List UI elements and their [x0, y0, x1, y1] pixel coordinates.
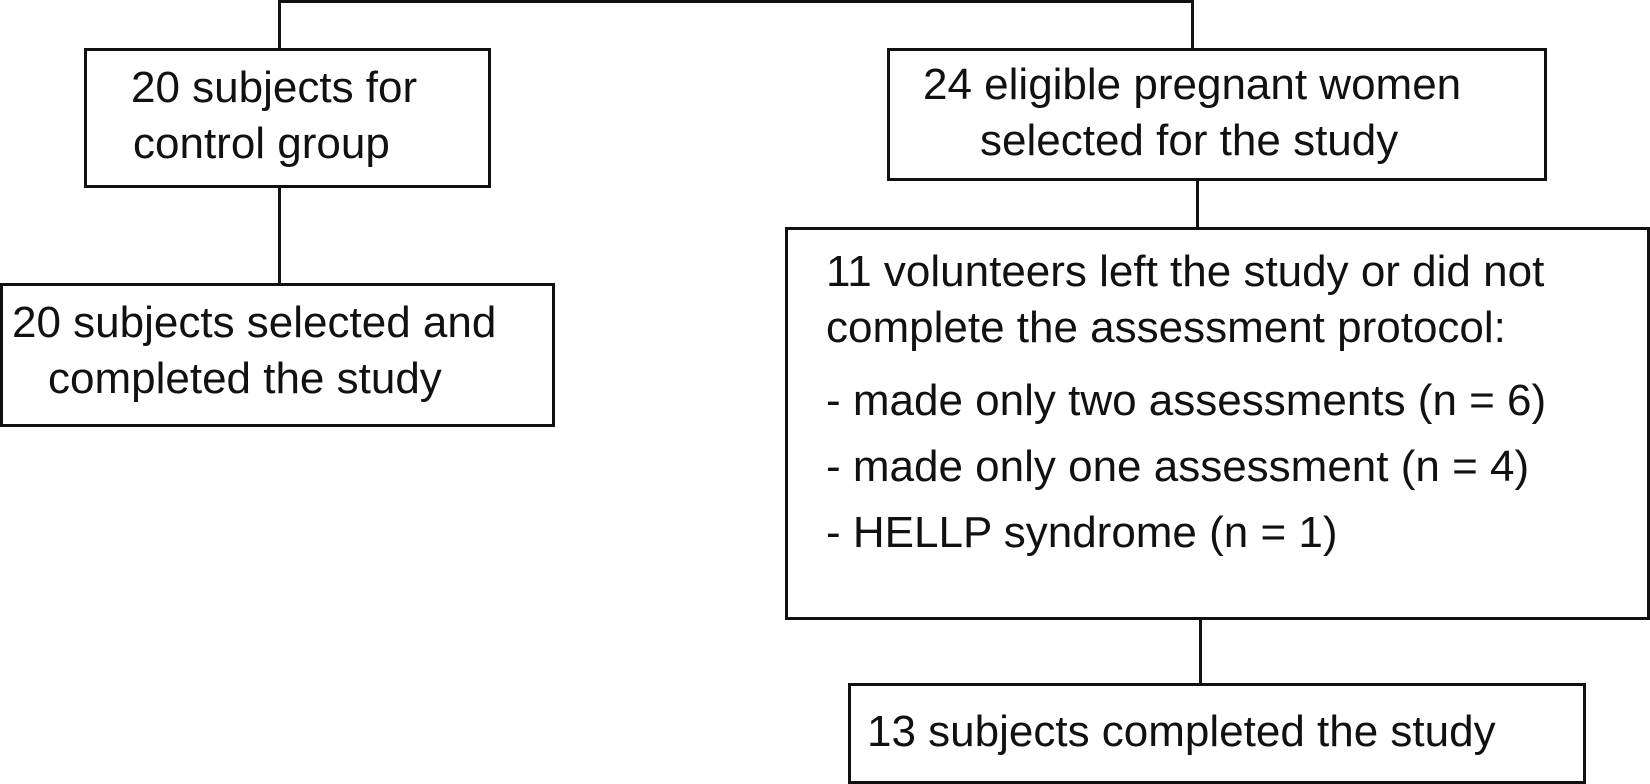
dropout-line-1: 11 volunteers left the study or did not	[826, 247, 1545, 296]
dropout-to-final-connector	[1199, 618, 1202, 685]
control-group-line-2: control group	[133, 119, 390, 168]
eligible-women-line-2: selected for the study	[980, 116, 1399, 165]
dropout-reason-two-assessments: - made only two assessments (n = 6)	[826, 376, 1547, 425]
dropout-line-2: complete the assessment protocol:	[826, 303, 1506, 352]
dropout-reason-one-assessment: - made only one assessment (n = 4)	[826, 442, 1530, 491]
study-completed-box: 13 subjects completed the study	[848, 683, 1586, 784]
top-bracket-right-drop	[1191, 0, 1194, 49]
control-completed-line-2: completed the study	[48, 354, 442, 403]
control-completed-line-1: 20 subjects selected and	[12, 298, 497, 347]
control-group-box: 20 subjects for control group	[84, 48, 491, 188]
dropout-reason-hellp: - HELLP syndrome (n = 1)	[826, 508, 1338, 557]
top-bracket-horizontal	[278, 0, 1194, 3]
eligible-women-line-1: 24 eligible pregnant women	[923, 60, 1462, 109]
top-bracket-left-drop	[278, 0, 281, 49]
dropout-reasons-list: - made only two assessments (n = 6) - ma…	[788, 368, 1647, 566]
eligible-women-box: 24 eligible pregnant women selected for …	[887, 48, 1547, 181]
control-completed-box: 20 subjects selected and completed the s…	[0, 283, 555, 427]
control-group-line-1: 20 subjects for	[131, 63, 418, 112]
study-completed-text: 13 subjects completed the study	[867, 707, 1496, 756]
control-connector	[278, 186, 281, 285]
eligible-to-dropout-connector	[1196, 179, 1199, 229]
dropout-box: 11 volunteers left the study or did not …	[785, 227, 1650, 620]
